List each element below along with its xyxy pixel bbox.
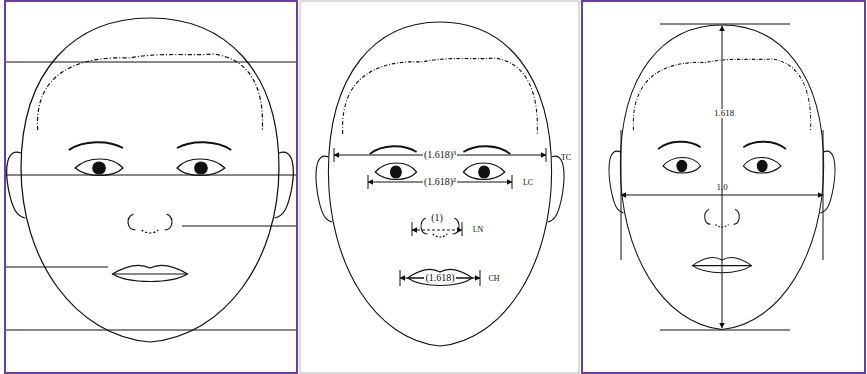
face-drawing [609, 25, 835, 330]
dimension-code: LC [522, 179, 534, 187]
dimension-arrows [334, 24, 823, 330]
dimension-code: TC [560, 154, 572, 162]
ratio-label: 1.618 [713, 109, 735, 118]
ratio-label: (1.618) [424, 273, 455, 283]
guide-lines [6, 62, 296, 330]
dimension-code: CH [487, 275, 500, 283]
face-drawing [7, 18, 294, 342]
ratio-label: (1.618)² [423, 177, 457, 187]
panel-border [300, 1, 579, 373]
panel-border [5, 1, 297, 373]
face-drawing [316, 22, 564, 346]
ratio-label: 1.0 [715, 183, 728, 192]
ratio-label: (1.618)³ [423, 150, 457, 160]
ratio-label: (1) [430, 213, 444, 223]
panel-border [582, 1, 865, 373]
dimension-code: LN [472, 226, 485, 234]
